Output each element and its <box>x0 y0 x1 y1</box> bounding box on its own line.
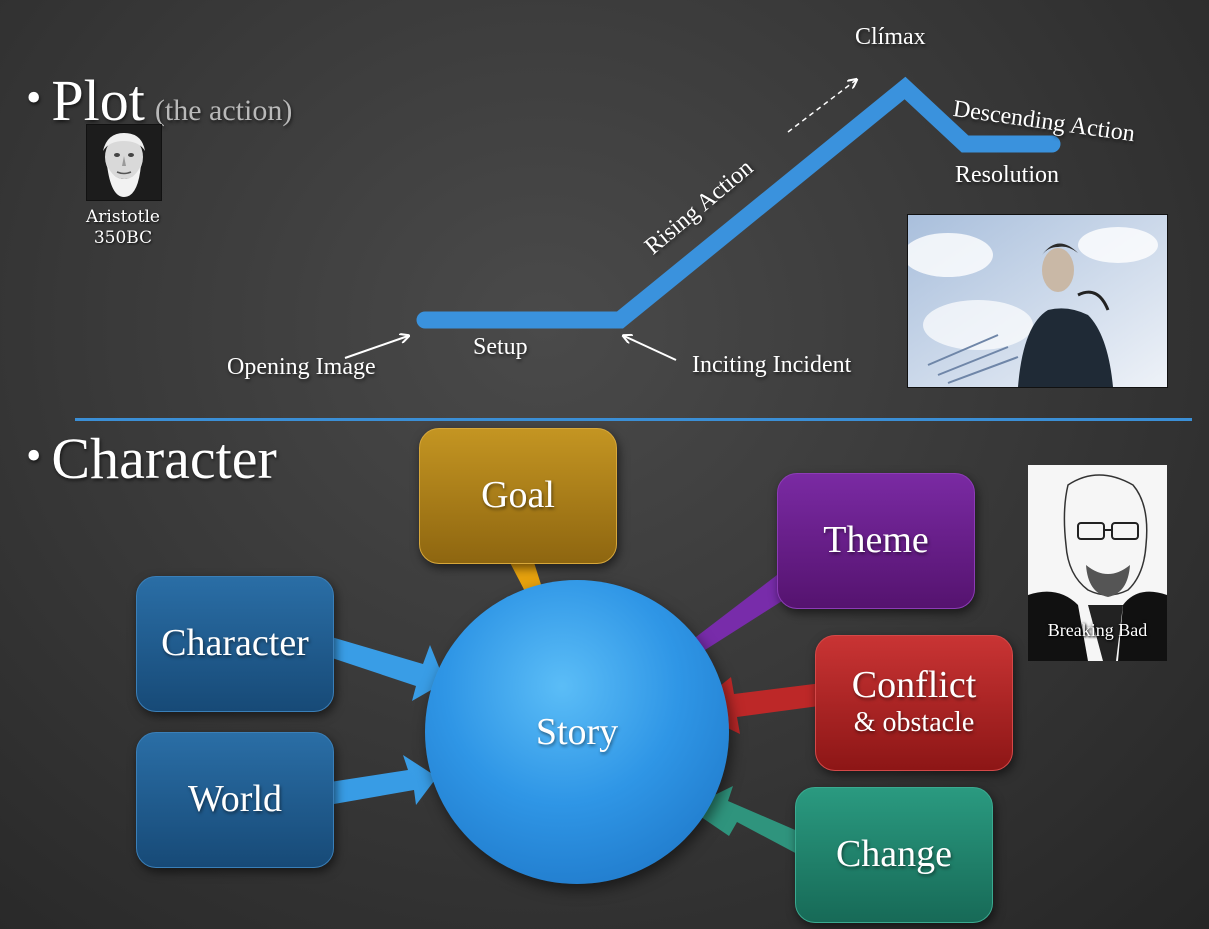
conflict-sublabel: & obstacle <box>853 707 975 739</box>
change-label: Change <box>835 833 953 876</box>
label-resolution: Resolution <box>955 162 1060 188</box>
character-bullet: • <box>26 431 42 480</box>
change-box: Change <box>795 787 993 923</box>
label-climax: Clímax <box>855 24 926 50</box>
plot-structure-diagram <box>344 76 1061 361</box>
inciting-incident-arrow <box>624 336 677 361</box>
aristotle-portrait <box>86 124 162 201</box>
plot-bullet: • <box>26 73 42 122</box>
section-divider <box>75 418 1192 421</box>
opening-image-arrow <box>344 336 408 359</box>
action-illustration <box>903 214 1168 388</box>
plot-subtitle: (the action) <box>154 94 293 127</box>
conflict-label: Conflict <box>851 664 977 707</box>
character-heading-row: •Character <box>26 430 277 488</box>
goal-label: Goal <box>481 474 555 517</box>
plot-heading: Plot <box>51 68 145 133</box>
plot-line <box>416 76 1061 329</box>
goal-box: Goal <box>419 428 617 564</box>
world-label: World <box>187 778 283 821</box>
change-arrow <box>688 786 816 856</box>
label-opening-image: Opening Image <box>227 354 376 380</box>
aristotle-caption: Aristotle 350BC <box>76 207 170 250</box>
breaking-bad-caption: Breaking Bad <box>1047 620 1148 640</box>
theme-box: Theme <box>777 473 975 609</box>
plot-heading-row: •Plot(the action) <box>26 72 292 130</box>
climax-arrow <box>787 80 856 133</box>
story-label: Story <box>535 711 619 753</box>
label-setup: Setup <box>473 334 528 360</box>
conflict-box: Conflict & obstacle <box>815 635 1013 771</box>
character-box: Character <box>136 576 334 712</box>
character-heading: Character <box>51 426 277 491</box>
label-inciting-incident: Inciting Incident <box>692 352 852 378</box>
theme-label: Theme <box>823 519 929 562</box>
story-circle: Story <box>425 580 729 884</box>
breaking-bad-illustration: Breaking Bad <box>1028 465 1167 661</box>
world-box: World <box>136 732 334 868</box>
aristotle-caption-name: Aristotle <box>86 207 160 227</box>
world-arrow <box>330 755 437 805</box>
aristotle-caption-year: 350BC <box>93 228 153 249</box>
character-arrow <box>328 636 445 701</box>
character-label: Character <box>161 622 309 665</box>
